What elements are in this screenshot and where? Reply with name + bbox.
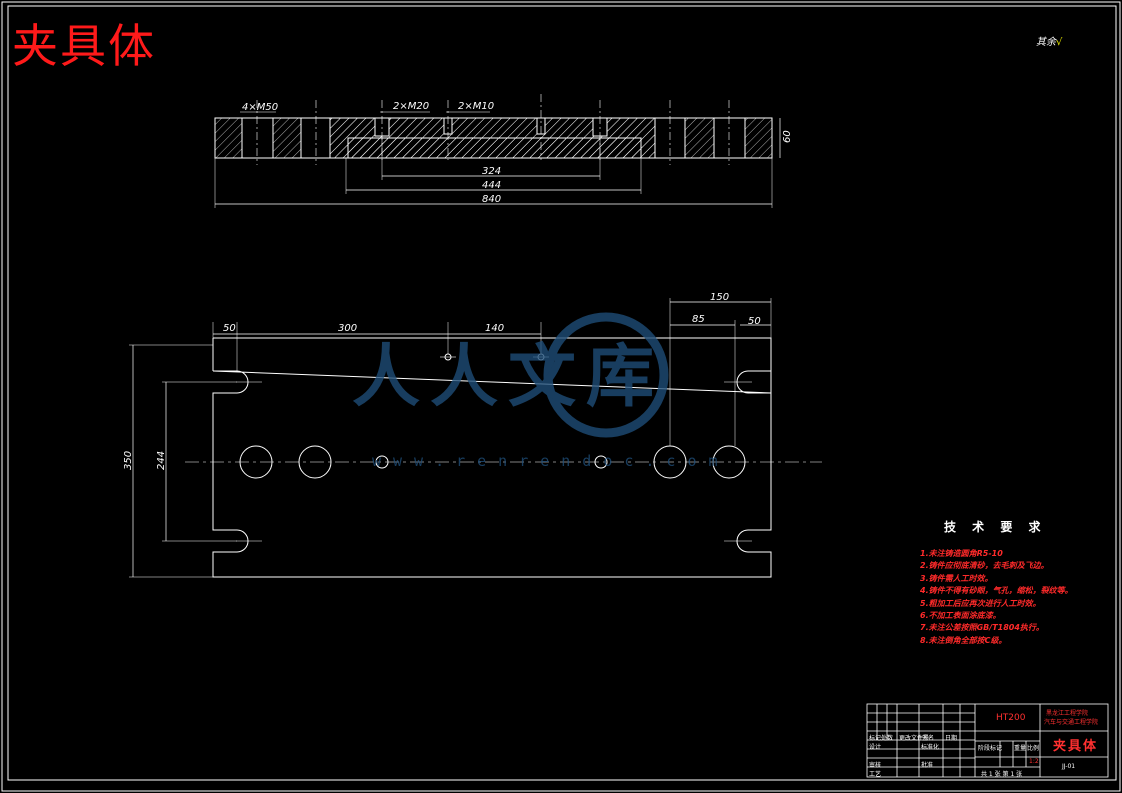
tech-requirements-heading: 技 术 要 求 [944, 520, 1047, 534]
tech-item: 8.未注倒角全部按C级。 [920, 635, 1007, 645]
dim-324: 324 [482, 166, 501, 177]
process-label: 工艺 [869, 771, 882, 778]
tech-item: 2.铸件应彻底清砂，去毛刺及飞边。 [920, 561, 1049, 571]
dim-444: 444 [482, 180, 501, 191]
dim-4xm50: 4×M50 [242, 102, 278, 113]
change-label: 更改文件号 [899, 735, 930, 742]
watermark-text: 人人文库 [352, 337, 664, 417]
dim-244: 244 [156, 451, 167, 470]
dim-2xm10: 2×M10 [458, 101, 494, 112]
dim-350: 350 [123, 451, 134, 470]
tech-item: 7.未注公差按照GB/T1804执行。 [920, 623, 1044, 633]
tech-requirements-list: 1.未注铸造圆角R5-10 2.铸件应彻底清砂，去毛刺及飞边。 3.铸件需人工时… [920, 548, 1073, 647]
sign-label: 签名 [922, 735, 935, 742]
tech-item: 5.粗加工后应再次进行人工时效。 [920, 598, 1041, 608]
mark-label: 标记处数 [869, 735, 894, 742]
sheet-label: 共 1 张 第 1 张 [981, 771, 1023, 778]
dim-840: 840 [482, 194, 501, 205]
dim-300: 300 [338, 323, 357, 334]
dim-85: 85 [692, 314, 705, 325]
dim-50-right: 50 [748, 316, 761, 327]
dim-150: 150 [710, 292, 729, 303]
dim-140: 140 [485, 323, 504, 334]
material-label: HT200 [996, 713, 1026, 723]
school-name-2: 汽车与交通工程学院 [1044, 719, 1099, 726]
weight-label: 重量 [1014, 745, 1027, 752]
tech-item: 6.不加工表面涂底漆。 [920, 611, 1001, 621]
drawing-title: 夹具体 [12, 19, 156, 73]
scale-value: 1:2 [1029, 758, 1039, 765]
approve-label: 批准 [921, 762, 934, 769]
watermark-url: www.renrendoc.com [372, 452, 730, 470]
watermark: 人人文库 www.renrendoc.com [352, 312, 730, 470]
surface-finish-label: 其余 [1036, 37, 1056, 48]
check-label: 审核 [869, 762, 882, 769]
scale-label: 比例 [1027, 745, 1040, 752]
std-label: 标准化 [921, 744, 940, 751]
part-name: 夹具体 [1053, 739, 1099, 754]
stage-label: 阶段标记 [978, 745, 1003, 752]
inner-frame [7, 5, 1117, 781]
tech-item: 4.铸件不得有砂眼，气孔，缩松，裂纹等。 [920, 586, 1073, 596]
section-view [214, 94, 781, 208]
surface-finish-icon: √ [1056, 37, 1063, 48]
school-name: 黑龙江工程学院 [1046, 710, 1089, 717]
title-block [866, 703, 1109, 778]
surface-finish-note: 其余√ [1036, 33, 1062, 48]
design-label: 设计 [869, 744, 882, 751]
tech-item: 1.未注铸造圆角R5-10 [920, 549, 1003, 558]
drawing-number: JJ-01 [1062, 763, 1076, 770]
tech-item: 3.铸件需人工时效。 [920, 573, 993, 583]
plan-view [129, 298, 822, 578]
dim-50-left: 50 [223, 323, 236, 334]
dim-2xm20: 2×M20 [393, 101, 429, 112]
dim-60: 60 [782, 130, 793, 143]
date-label: 日期 [945, 735, 958, 742]
